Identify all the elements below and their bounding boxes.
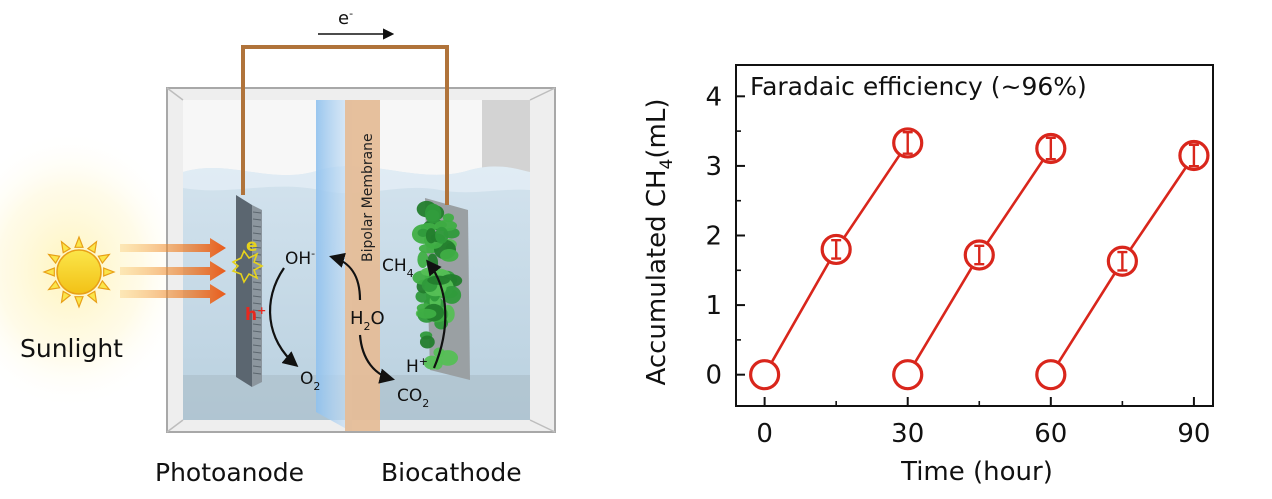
oxidation-arrow: [269, 267, 299, 367]
proton-label: H+: [406, 355, 428, 377]
error-bar: [974, 244, 985, 266]
hydroxide-label: OH-: [285, 247, 315, 269]
error-bar: [1117, 250, 1128, 272]
sun-label: Sunlight: [20, 334, 123, 363]
reactor-diagram: Bipolar Membrane e- Sunlight: [0, 7, 556, 487]
x-tick-label: 60: [1034, 419, 1067, 449]
data-point: [1035, 359, 1067, 391]
biocathode-label: Biocathode: [381, 458, 522, 487]
y-tick-label: 0: [705, 361, 722, 391]
series-3: [1035, 139, 1210, 391]
error-bar: [1045, 136, 1056, 161]
y-tick-label: 3: [705, 152, 722, 182]
x-tick-label: 30: [891, 419, 924, 449]
y-tick-label: 1: [705, 291, 722, 321]
bipolar-membrane: [345, 100, 380, 432]
excitation-spark-icon: [231, 249, 264, 284]
hole-label: h+: [245, 304, 266, 325]
x-axis-label: Time (hour): [900, 457, 1053, 487]
water-label: H2O: [350, 308, 385, 333]
y-tick-label: 4: [705, 82, 722, 112]
series-2: [892, 132, 1067, 391]
series-1: [749, 127, 924, 391]
reduction-arrow: [426, 259, 447, 369]
data-point: [892, 359, 924, 391]
x-axis: 0 30 60 90: [756, 397, 1210, 449]
x-tick-label: 90: [1177, 419, 1210, 449]
light-beam: [120, 238, 226, 258]
reactor-corners: [166, 87, 556, 433]
photoanode-label: Photoanode: [155, 458, 304, 487]
light-beam: [120, 261, 226, 281]
oxygen-label: O2: [300, 369, 320, 393]
hydroxide-arrow: [329, 252, 362, 301]
error-bar: [902, 131, 913, 155]
electron-label: e: [246, 236, 258, 256]
y-axis: 0 1 2 3 4: [705, 82, 745, 391]
x-tick-label: 0: [756, 419, 773, 449]
light-beam: [120, 284, 226, 304]
data-point: [749, 359, 781, 391]
plot-frame: [735, 64, 1214, 407]
y-axis-label: Accumulated CH4(mL): [642, 99, 677, 386]
error-bar: [831, 239, 842, 260]
biofilm: [411, 200, 463, 370]
co2-label: CO2: [397, 386, 429, 410]
series-layer: [749, 127, 1210, 391]
photoanode-texture: [252, 211, 262, 375]
sun-icon: [42, 235, 116, 309]
external-wire: [241, 45, 449, 205]
biocathode: [411, 198, 470, 380]
proton-arrow: [358, 334, 395, 384]
light-beams: [120, 238, 226, 304]
error-bar: [1188, 143, 1199, 168]
methane-chart: 0 30 60 90 0 1 2 3 4 Faradaic efficiency (~96%)…: [642, 64, 1214, 487]
methane-label: CH4: [382, 256, 414, 280]
y-tick-label: 2: [705, 222, 722, 252]
photoanode-plate: [236, 195, 252, 387]
chart-annotation: Faradaic efficiency (~96%): [750, 72, 1087, 101]
plot-border: [735, 64, 1214, 407]
membrane-label: Bipolar Membrane: [360, 133, 376, 262]
electron-flow-label: e-: [338, 7, 353, 29]
